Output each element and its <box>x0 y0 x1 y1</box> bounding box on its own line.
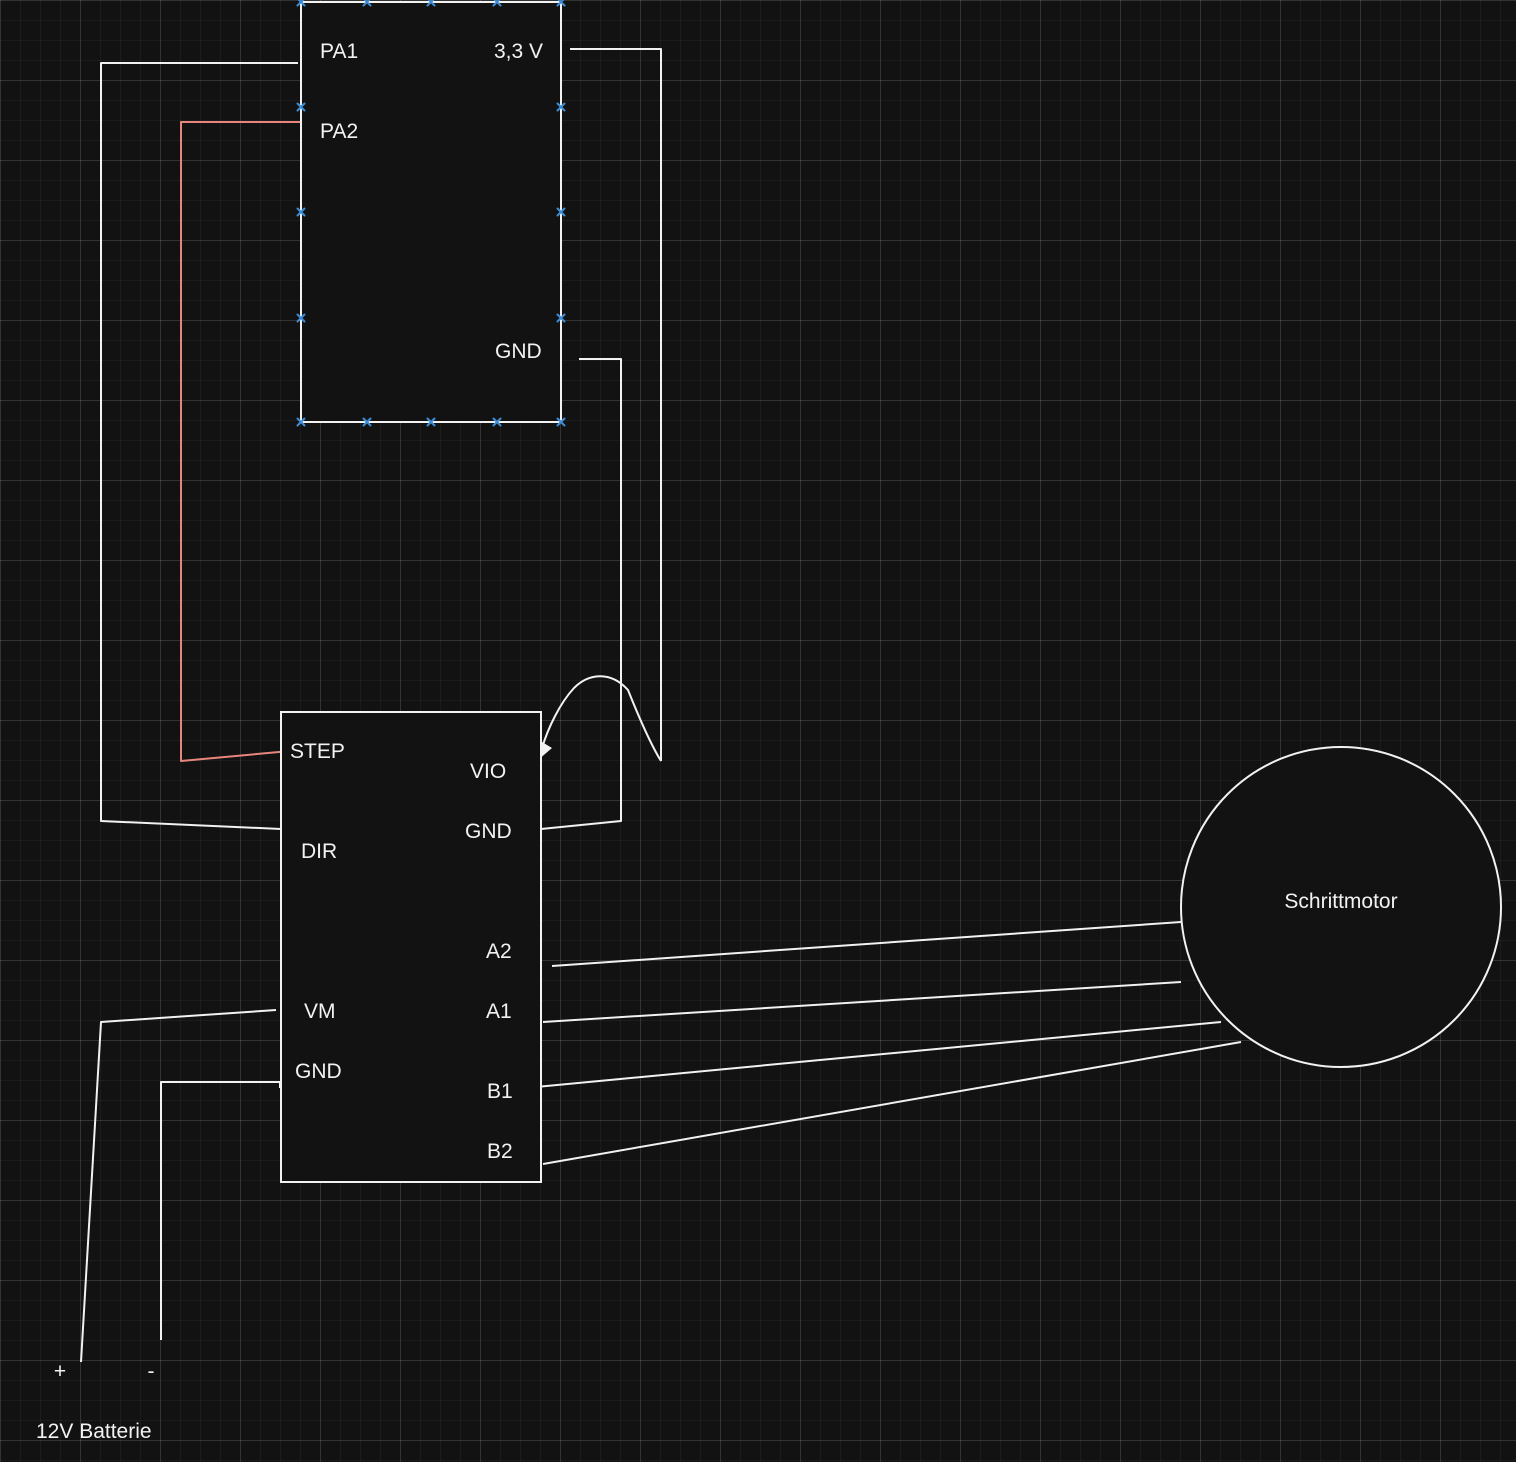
wire-b1-to-motor[interactable] <box>535 1021 1222 1088</box>
selection-handle-icon[interactable] <box>556 102 566 112</box>
pin-label-a2: A2 <box>486 940 512 963</box>
pin-label-gnd: GND <box>495 340 542 363</box>
wire-vm-to-battery-plus[interactable] <box>80 1009 277 1363</box>
wire-pa2-to-step[interactable] <box>180 121 300 762</box>
wire-a2-to-motor[interactable] <box>551 921 1182 967</box>
selection-handle-icon[interactable] <box>426 0 435 7</box>
driver-outline[interactable] <box>280 711 542 1183</box>
pin-label-driver-gnd-right: GND <box>465 820 512 843</box>
selection-handle-icon[interactable] <box>296 313 306 323</box>
battery: + - 12V Batterie <box>36 1360 155 1443</box>
motor-outline[interactable] <box>1180 746 1502 1068</box>
battery-minus-label: - <box>148 1360 155 1383</box>
pin-label-b2: B2 <box>487 1140 513 1163</box>
wire-gnd-to-battery-minus[interactable] <box>160 1081 281 1340</box>
selection-handle-icon[interactable] <box>296 207 306 217</box>
battery-plus-label: + <box>54 1360 66 1383</box>
pin-label-3v3: 3,3 V <box>494 40 543 63</box>
pin-label-step: STEP <box>290 740 345 763</box>
wire-vio-curve[interactable] <box>541 675 662 762</box>
pin-label-pa1: PA1 <box>320 40 358 63</box>
wire-b2-to-motor[interactable] <box>542 1041 1242 1165</box>
battery-label: 12V Batterie <box>36 1420 152 1443</box>
pin-label-pa2: PA2 <box>320 120 358 143</box>
selection-handle-icon[interactable] <box>492 417 502 427</box>
wire-pa1-to-dir[interactable] <box>100 62 298 830</box>
pin-label-dir: DIR <box>301 840 337 863</box>
selection-handle-icon[interactable] <box>556 313 566 323</box>
selection-handle-icon[interactable] <box>556 417 566 427</box>
selection-handle-icon[interactable] <box>362 417 372 427</box>
pin-label-vio: VIO <box>470 760 506 783</box>
stepper-driver-board[interactable]: STEP DIR VM GND VIO GND A2 A1 B1 B2 <box>280 711 542 1183</box>
selection-handle-icon[interactable] <box>426 417 436 427</box>
selection-handle-icon[interactable] <box>296 102 306 112</box>
wire-a1-to-motor[interactable] <box>542 981 1182 1023</box>
selection-handle-icon[interactable] <box>296 0 305 7</box>
selection-handle-icon[interactable] <box>556 207 566 217</box>
selection-handle-icon[interactable] <box>362 0 371 7</box>
pin-label-driver-gnd-left: GND <box>295 1060 342 1083</box>
stepper-motor[interactable]: Schrittmotor <box>1180 746 1502 1068</box>
selection-handle-icon[interactable] <box>556 0 565 7</box>
microcontroller-board[interactable]: PA1 PA2 3,3 V GND <box>296 0 566 427</box>
selection-handle-icon[interactable] <box>492 0 501 7</box>
wires <box>80 48 1242 1363</box>
selection-handles <box>296 0 566 427</box>
wire-gnd-to-gnd[interactable] <box>540 358 622 830</box>
pin-label-vm: VM <box>304 1000 336 1023</box>
motor-label: Schrittmotor <box>1284 890 1397 913</box>
pin-label-b1: B1 <box>487 1080 513 1103</box>
wire-3v3-to-vio[interactable] <box>570 48 662 761</box>
selection-handle-icon[interactable] <box>296 417 306 427</box>
pin-label-a1: A1 <box>486 1000 512 1023</box>
